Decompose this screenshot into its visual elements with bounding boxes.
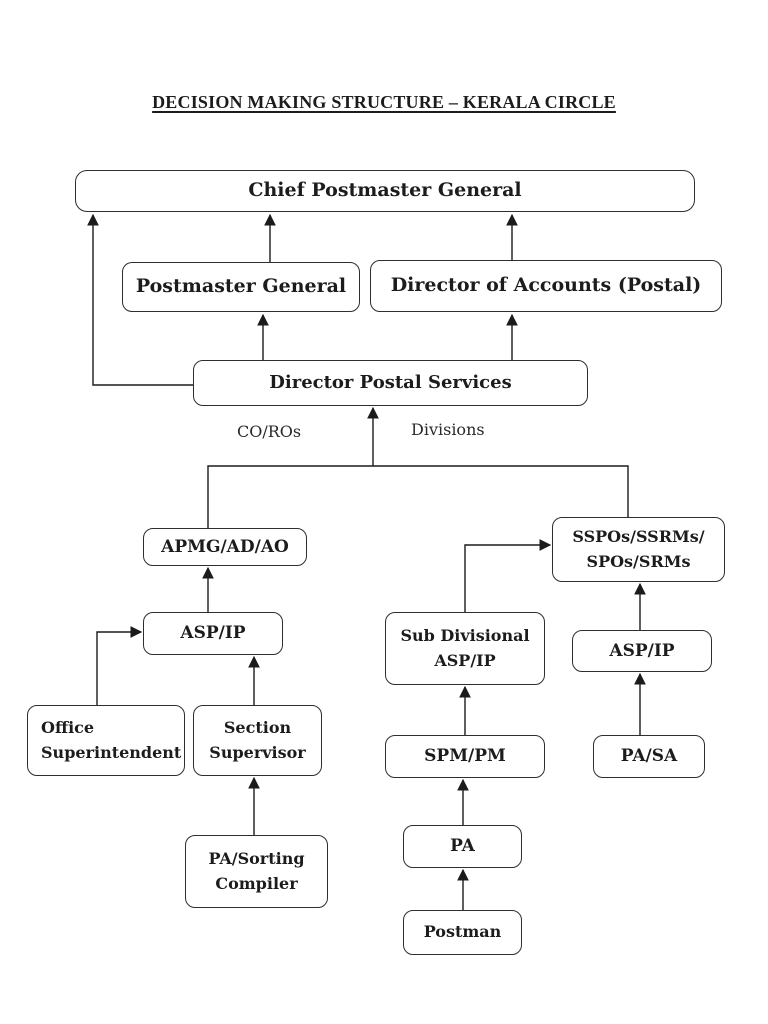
node-label-line1: Sub Divisional — [400, 625, 530, 645]
node-label-line2: Superintendent — [41, 742, 182, 762]
divisions-label: Divisions — [411, 420, 485, 439]
distributor-line — [207, 465, 629, 529]
node-label-line2: Supervisor — [209, 742, 306, 762]
node-sspos-ssrms-spos-srms: SSPOs/SSRMs/ SPOs/SRMs — [552, 517, 725, 582]
node-label: APMG/AD/AO — [161, 536, 289, 557]
node-director-of-accounts: Director of Accounts (Postal) — [370, 260, 722, 312]
node-label: PA — [450, 836, 475, 857]
node-label: ASP/IP — [609, 640, 675, 661]
node-office-superintendent: Office Superintendent — [27, 705, 185, 776]
arrow-subdiv-to-sspos — [464, 539, 552, 612]
node-apmg-ad-ao: APMG/AD/AO — [143, 528, 307, 566]
node-label-line2: ASP/IP — [434, 650, 496, 670]
node-label: Chief Postmaster General — [248, 179, 522, 202]
node-label: Postmaster General — [135, 275, 347, 298]
node-section-supervisor: Section Supervisor — [193, 705, 322, 776]
node-pa: PA — [403, 825, 522, 868]
node-label-line1: SSPOs/SSRMs/ — [572, 526, 705, 546]
node-spm-pm: SPM/PM — [385, 735, 545, 778]
node-asp-ip-left: ASP/IP — [143, 612, 283, 655]
node-sub-divisional-asp-ip: Sub Divisional ASP/IP — [385, 612, 545, 685]
node-label: ASP/IP — [180, 623, 246, 644]
node-asp-ip-right: ASP/IP — [572, 630, 712, 672]
node-label: Postman — [423, 922, 502, 942]
arrow-dps-to-chief — [87, 213, 193, 386]
page-title: DECISION MAKING STRUCTURE – KERALA CIRCL… — [152, 92, 616, 112]
node-label-line2: Compiler — [215, 873, 298, 893]
node-label-line1: PA/Sorting — [208, 848, 305, 868]
node-label-line2: SPOs/SRMs — [586, 551, 691, 571]
node-chief-postmaster-general: Chief Postmaster General — [75, 170, 695, 212]
node-pa-sorting-compiler: PA/Sorting Compiler — [185, 835, 328, 908]
node-postmaster-general: Postmaster General — [122, 262, 360, 312]
arrow-officesup-to-asp — [96, 626, 143, 705]
node-label-line1: Section — [223, 717, 292, 737]
co-ros-label: CO/ROs — [237, 422, 302, 441]
node-label: PA/SA — [620, 746, 678, 767]
node-director-postal-services: Director Postal Services — [193, 360, 588, 406]
node-label: Director Postal Services — [269, 372, 512, 394]
node-label: Director of Accounts (Postal) — [390, 274, 702, 297]
node-label-line1: Office — [41, 717, 95, 737]
node-label: SPM/PM — [424, 746, 506, 767]
node-pa-sa: PA/SA — [593, 735, 705, 778]
node-postman: Postman — [403, 910, 522, 955]
